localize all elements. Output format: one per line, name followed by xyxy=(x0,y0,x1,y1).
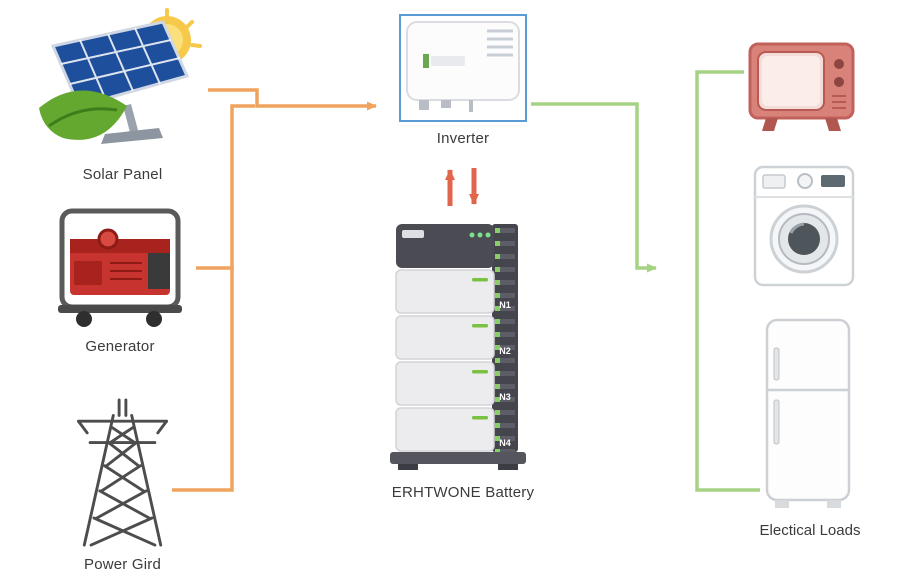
inverter-to-loads-arrow xyxy=(531,102,657,273)
battery-module-label: N3 xyxy=(499,392,511,402)
grid-to-inverter-wire xyxy=(172,266,234,492)
television-node xyxy=(748,36,855,133)
transmission-tower-icon xyxy=(77,398,168,547)
battery-module-2 xyxy=(395,315,495,360)
washing-machine-node xyxy=(753,165,855,287)
electrical-loads-label: Electical Loads xyxy=(759,522,861,539)
generator-node: Generator xyxy=(50,205,190,355)
battery-stack-icon: N1 N2 N3 N4 xyxy=(390,224,526,470)
loads-distribution-wire xyxy=(695,70,760,492)
refrigerator-icon xyxy=(765,318,851,508)
solar-to-inverter-arrow xyxy=(208,88,377,111)
power-grid-label: Power Gird xyxy=(83,556,162,573)
inverter-label: Inverter xyxy=(436,130,490,147)
washing-machine-icon xyxy=(753,165,855,287)
battery-module-4 xyxy=(395,407,495,452)
battery-node: N1 N2 N3 N4 ERHTWONE Battery xyxy=(388,218,538,501)
solar-panel-label: Solar Panel xyxy=(82,166,163,183)
solar-panel-icon xyxy=(39,8,202,144)
battery-module-3 xyxy=(395,361,495,406)
battery-module-label: N1 xyxy=(499,300,511,310)
television-icon xyxy=(748,42,855,131)
inverter-icon xyxy=(406,21,520,112)
leaf-icon xyxy=(39,90,127,140)
battery-module-1 xyxy=(395,269,495,314)
generator-label: Generator xyxy=(85,338,155,355)
generator-to-inverter-wire xyxy=(196,104,255,270)
battery-label: ERHTWONE Battery xyxy=(391,484,535,501)
inverter-node: Inverter xyxy=(399,14,527,147)
panel-stand xyxy=(101,104,163,144)
solar-panel-node: Solar Panel xyxy=(35,8,210,183)
panel xyxy=(50,20,190,108)
battery-module-label: N4 xyxy=(499,438,511,448)
generator-icon xyxy=(58,208,182,327)
power-grid-node: Power Gird xyxy=(55,398,190,573)
inverter-highlight-box xyxy=(399,14,527,122)
battery-module-label: N2 xyxy=(499,346,511,356)
battery-base xyxy=(390,452,526,464)
refrigerator-node xyxy=(765,318,851,510)
